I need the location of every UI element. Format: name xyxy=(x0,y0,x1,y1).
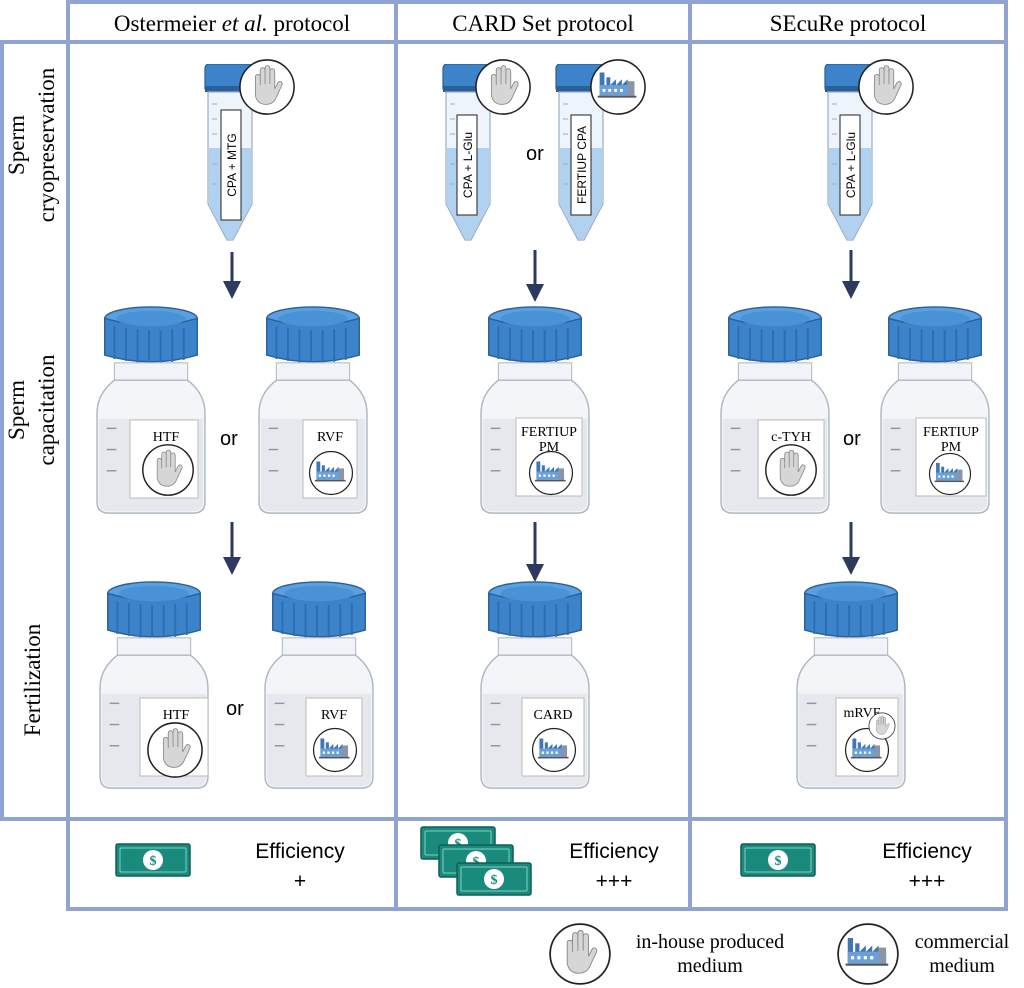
svg-text:medium: medium xyxy=(929,955,995,977)
svg-text:+++: +++ xyxy=(909,870,946,893)
summary-col1: Efficiency + xyxy=(115,840,345,893)
svg-text:Efficiency: Efficiency xyxy=(882,840,972,863)
or-label: or xyxy=(843,428,861,450)
svg-text:CARD: CARD xyxy=(534,708,573,723)
hand-icon xyxy=(765,444,817,496)
svg-text:CPA + L-Glu: CPA + L-Glu xyxy=(461,132,475,198)
factory-icon xyxy=(528,450,574,496)
grid-frame xyxy=(0,0,1008,911)
factory-icon xyxy=(590,59,646,115)
row-label-fert: Fertilization xyxy=(20,623,45,736)
money-icon xyxy=(740,843,816,877)
column-title-ostermeier: Ostermeier et al. protocol xyxy=(114,11,350,36)
svg-text:FERTIUP: FERTIUP xyxy=(923,425,979,440)
factory-icon xyxy=(928,452,972,496)
hand-icon xyxy=(868,712,896,740)
svg-text:c-TYH: c-TYH xyxy=(771,430,811,445)
svg-text:mRVF: mRVF xyxy=(843,706,880,721)
svg-text:+: + xyxy=(294,870,306,893)
hand-icon xyxy=(858,59,914,115)
svg-text:CPA + L-Glu: CPA + L-Glu xyxy=(844,132,858,198)
summary-col3: Efficiency +++ xyxy=(740,840,972,893)
svg-text:HTF: HTF xyxy=(153,430,180,445)
money-icon xyxy=(456,862,532,896)
tube-col2b: FERTIUP CPA xyxy=(555,59,646,241)
svg-text:in-house produced: in-house produced xyxy=(636,931,784,953)
hand-icon xyxy=(475,59,531,115)
column-title-secure: SEcuRe protocol xyxy=(770,11,927,36)
svg-text:RVF: RVF xyxy=(317,430,343,445)
factory-icon xyxy=(531,727,577,773)
bottle-cap-c3a: c-TYH xyxy=(720,305,830,515)
hand-icon xyxy=(147,722,203,778)
bottle-cap-c1b: RVF xyxy=(258,305,368,515)
svg-text:commercial: commercial xyxy=(915,931,1010,953)
svg-text:RVF: RVF xyxy=(321,708,347,723)
tube-col2a: CPA + L-Glu xyxy=(442,59,531,241)
legend: in-house produced medium commercial medi… xyxy=(549,923,1010,985)
svg-text:HTF: HTF xyxy=(163,708,190,723)
hand-icon xyxy=(239,59,295,115)
row-label-cap-2: capacitation xyxy=(34,354,59,466)
or-label: or xyxy=(220,428,238,450)
svg-text:+++: +++ xyxy=(596,870,633,893)
or-label: or xyxy=(226,698,244,720)
money-icon xyxy=(115,843,191,877)
bottle-cap-c3b: FERTIUP PM xyxy=(880,305,990,515)
row-label-cap-1: Sperm xyxy=(4,380,29,440)
svg-text:FERTIUP: FERTIUP xyxy=(521,425,577,440)
tube-col1: CPA + MTG xyxy=(204,59,295,241)
svg-text:medium: medium xyxy=(677,955,743,977)
svg-text:PM: PM xyxy=(941,440,962,455)
row-label-cryo-1: Sperm xyxy=(4,115,29,175)
svg-text:FERTIUP CPA: FERTIUP CPA xyxy=(575,126,589,204)
svg-text:CPA + MTG: CPA + MTG xyxy=(225,133,239,196)
hand-icon xyxy=(142,444,194,496)
or-label: or xyxy=(526,143,544,165)
factory-icon xyxy=(312,727,358,773)
bottle-fer-c1a: HTF xyxy=(99,580,209,790)
bottle-cap-c1a: HTF xyxy=(96,305,206,515)
svg-text:Efficiency: Efficiency xyxy=(255,840,345,863)
bottle-cap-c2: FERTIUP PM xyxy=(480,305,590,515)
bottle-fer-c1b: RVF xyxy=(264,580,374,790)
factory-icon xyxy=(837,923,899,985)
bottle-fer-c3: mRVF xyxy=(796,580,906,790)
flow-arrows xyxy=(223,250,860,582)
column-title-card: CARD Set protocol xyxy=(452,11,633,36)
bottle-fer-c2: CARD xyxy=(480,580,590,790)
svg-text:Efficiency: Efficiency xyxy=(569,840,659,863)
tube-col3: CPA + L-Glu xyxy=(824,59,914,241)
row-label-cryo-2: cryopreservation xyxy=(34,67,59,222)
hand-icon xyxy=(549,923,611,985)
summary-col2: Efficiency +++ xyxy=(420,826,659,896)
factory-icon xyxy=(308,450,354,496)
